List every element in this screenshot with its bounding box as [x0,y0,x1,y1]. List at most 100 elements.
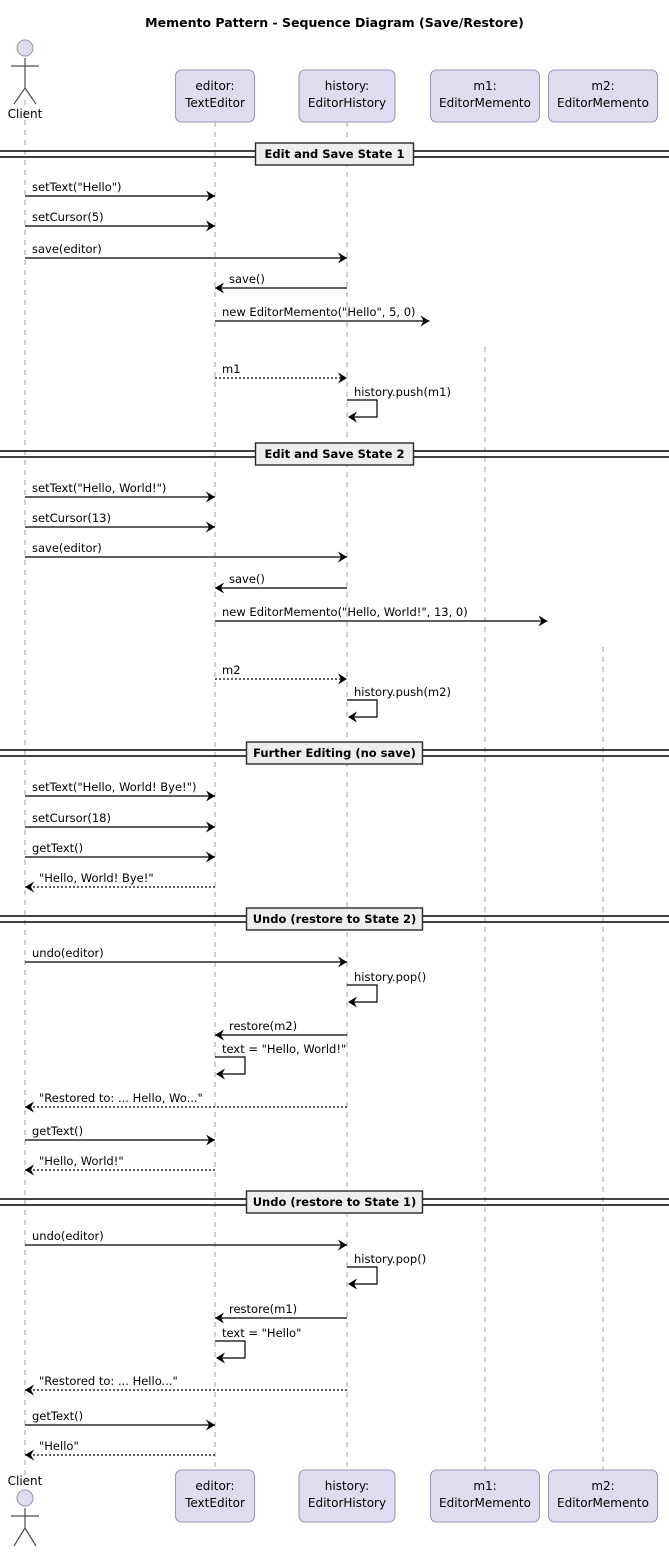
section-divider: Undo (restore to State 2) [0,907,669,931]
message: save() [215,272,347,294]
message-label: "Restored to: ... Hello..." [39,1374,178,1388]
participant-type: EditorMemento [439,96,531,110]
participant-type: EditorHistory [308,1496,386,1510]
participant-m1[interactable]: m1: EditorMemento [429,1469,541,1523]
participant-type: EditorMemento [439,1496,531,1510]
message: history.pop() [347,970,426,1008]
message: "Hello, World!" [25,1154,215,1176]
message-label: save(editor) [32,242,102,256]
message-label: setCursor(13) [32,511,111,525]
message-arrowhead [338,1239,347,1251]
message-label: save() [229,572,265,586]
message-arrowhead [206,521,215,533]
message-label: history.push(m2) [354,685,451,699]
message-label: new EditorMemento("Hello", 5, 0) [222,305,416,319]
section-divider: Edit and Save State 1 [0,142,669,166]
message-arrowhead [206,1134,215,1146]
participant-type: TextEditor [184,96,245,110]
message-arrowhead [348,711,357,723]
participant-m2[interactable]: m2:EditorMemento [547,1469,659,1523]
message: save(editor) [25,242,347,264]
participant-m2[interactable]: m2:EditorMemento [547,69,659,123]
participant-name: m1: [473,79,496,93]
message: text = "Hello" [215,1326,301,1364]
message-label: new EditorMemento("Hello, World!", 13, 0… [222,605,468,619]
actor-client-top[interactable]: Client [8,39,43,121]
message: getText() [25,1409,215,1431]
message-label: history.push(m1) [354,385,451,399]
message-arrowhead [348,996,357,1008]
message: getText() [25,1124,215,1146]
message: "Restored to: ... Hello..." [25,1374,347,1396]
message-label: save(editor) [32,541,102,555]
message-arrowhead [206,220,215,232]
participant-editor[interactable]: editor:TextEditor [174,1469,256,1523]
section-dividers-layer: Edit and Save State 1 Edit and Save State… [0,142,669,1214]
message-label: setText("Hello") [32,180,122,194]
message-arrowhead [338,372,347,384]
section-divider: Further Editing (no save) [0,741,669,765]
message-label: getText() [32,841,83,855]
section-divider-label: Further Editing (no save) [253,746,416,760]
participant-type: TextEditor [184,1496,245,1510]
participant-name: editor: [195,79,234,93]
message-arrowhead [348,411,357,423]
message-arrowhead [25,1384,34,1396]
section-divider-label: Edit and Save State 2 [265,447,405,461]
message-label: "Hello, World! Bye!" [39,871,154,885]
participant-history[interactable]: history: EditorHistory [298,1469,396,1523]
message-label: setCursor(5) [32,210,104,224]
message-label: getText() [32,1124,83,1138]
message: undo(editor) [25,946,347,968]
message: m1 [215,362,347,384]
actor-label: Client [8,107,43,121]
message-arrowhead [538,615,548,627]
message: setCursor(13) [25,511,215,533]
message: save(editor) [25,541,347,563]
message: setText("Hello, World!") [25,481,215,503]
participant-editor[interactable]: editor: TextEditor [174,69,256,123]
participant-m1[interactable]: m1: EditorMemento [429,69,541,123]
message-label: m2 [222,663,241,677]
message-label: restore(m2) [229,1019,297,1033]
message-arrowhead [25,881,34,893]
message: new EditorMemento("Hello, World!", 13, 0… [215,605,548,627]
message-label: setCursor(18) [32,811,111,825]
message: setText("Hello, World! Bye!") [25,780,215,802]
message: "Hello, World! Bye!" [25,871,215,893]
message-label: setText("Hello, World! Bye!") [32,780,196,794]
participant-name: m2: [591,79,614,93]
message-arrowhead [206,190,215,202]
participants-layer: editor:TextEditoreditor:TextEditorhistor… [174,69,659,1523]
message-label: text = "Hello" [222,1326,301,1340]
message-label: undo(editor) [32,946,104,960]
message-arrowhead [206,821,215,833]
actor-label: Client [8,1474,43,1488]
message-label: save() [229,272,265,286]
message: history.pop() [347,1252,426,1290]
message-label: setText("Hello, World!") [32,481,166,495]
message: text = "Hello, World!" [215,1042,346,1080]
participant-name: history: [325,1479,369,1493]
actor-client-bottom[interactable]: Client [8,1474,43,1547]
message-label: "Hello, World!" [39,1154,124,1168]
message-label: history.pop() [354,1252,426,1266]
participant-name: m2: [591,1479,614,1493]
message-arrowhead [420,315,430,327]
message-arrowhead [348,1278,357,1290]
message-arrowhead [25,1164,34,1176]
message-label: m1 [222,362,241,376]
message-label: restore(m1) [229,1302,297,1316]
participant-history[interactable]: history:EditorHistory [298,69,396,123]
participant-name: m1: [473,1479,496,1493]
message-arrowhead [215,1312,224,1324]
message-arrowhead [338,551,347,563]
section-divider-label: Undo (restore to State 2) [253,912,417,926]
message: getText() [25,841,215,863]
message-label: "Restored to: ... Hello, Wo..." [39,1091,203,1105]
message-label: undo(editor) [32,1229,104,1243]
section-divider: Edit and Save State 2 [0,442,669,466]
message-arrowhead [338,956,347,968]
